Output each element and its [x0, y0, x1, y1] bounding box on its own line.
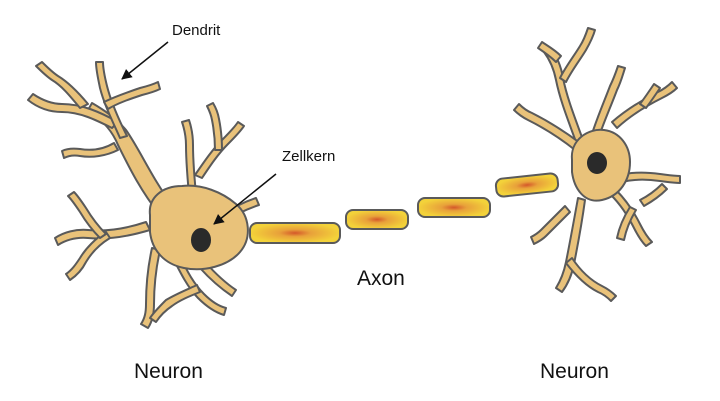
- dendrite-branch: [530, 205, 571, 245]
- dendrite-branch: [181, 119, 198, 206]
- right-nucleus: [587, 152, 607, 174]
- myelin-segment: [345, 209, 409, 230]
- left-nucleus: [191, 228, 211, 252]
- dendrite-branch: [639, 83, 661, 109]
- myelin-segment: [494, 172, 560, 198]
- dendrite-branch: [87, 102, 173, 216]
- left-soma: [148, 184, 249, 271]
- dendrite-branch: [199, 261, 237, 297]
- label-dendrit: Dendrit: [172, 22, 221, 39]
- dendrite-branch: [67, 191, 107, 239]
- dendrite-branch: [589, 65, 626, 143]
- dendrite-branch: [513, 103, 581, 151]
- dendrite-branch: [35, 61, 89, 109]
- dendrite-branch: [616, 206, 637, 241]
- right-neuron: [513, 27, 681, 302]
- zellkern-arrow: [213, 173, 277, 225]
- dendrit-arrow: [121, 41, 169, 80]
- label-zellkern: Zellkern: [282, 148, 336, 165]
- dendrite-branch: [565, 257, 617, 302]
- left-neuron: [27, 61, 260, 329]
- myelin-segment: [249, 222, 341, 244]
- dendrite-branch: [140, 247, 161, 329]
- myelin-segment: [417, 197, 491, 218]
- dendrite-branch: [61, 142, 119, 159]
- axon-myelin: [249, 172, 560, 244]
- dendrite-branch: [619, 171, 681, 184]
- label-neuron-right: Neuron: [540, 360, 609, 383]
- dendrite-branch: [555, 197, 586, 293]
- dendrite-branch: [537, 41, 562, 63]
- dendrite-branch: [103, 81, 161, 110]
- label-neuron-left: Neuron: [134, 360, 203, 383]
- dendrite-branch: [206, 102, 223, 151]
- label-axon: Axon: [357, 267, 405, 290]
- dendrite-branch: [559, 27, 596, 83]
- dendrite-branch: [149, 284, 201, 323]
- dendrite-branch: [65, 231, 111, 281]
- dendrite-branch: [639, 183, 668, 207]
